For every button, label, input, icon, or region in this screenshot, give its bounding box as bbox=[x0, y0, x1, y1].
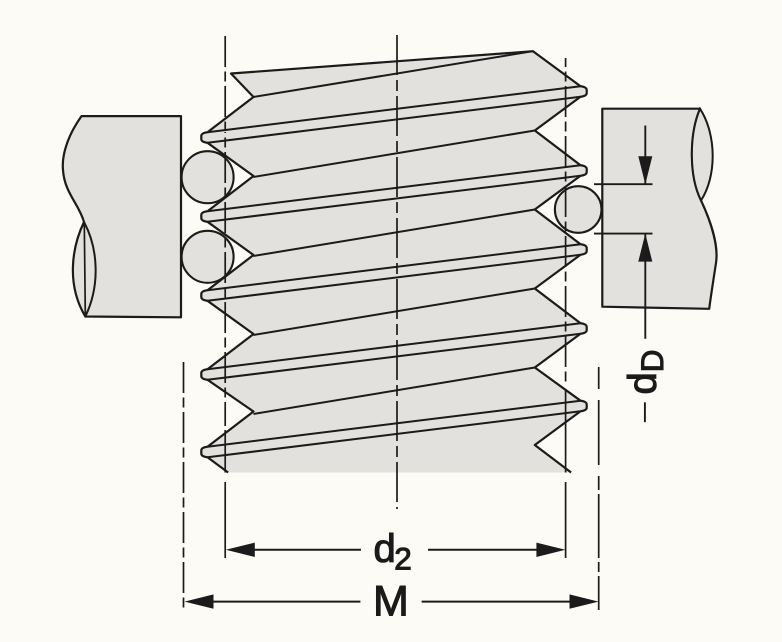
svg-text:d2: d2 bbox=[374, 527, 412, 577]
svg-text:M: M bbox=[373, 578, 409, 626]
